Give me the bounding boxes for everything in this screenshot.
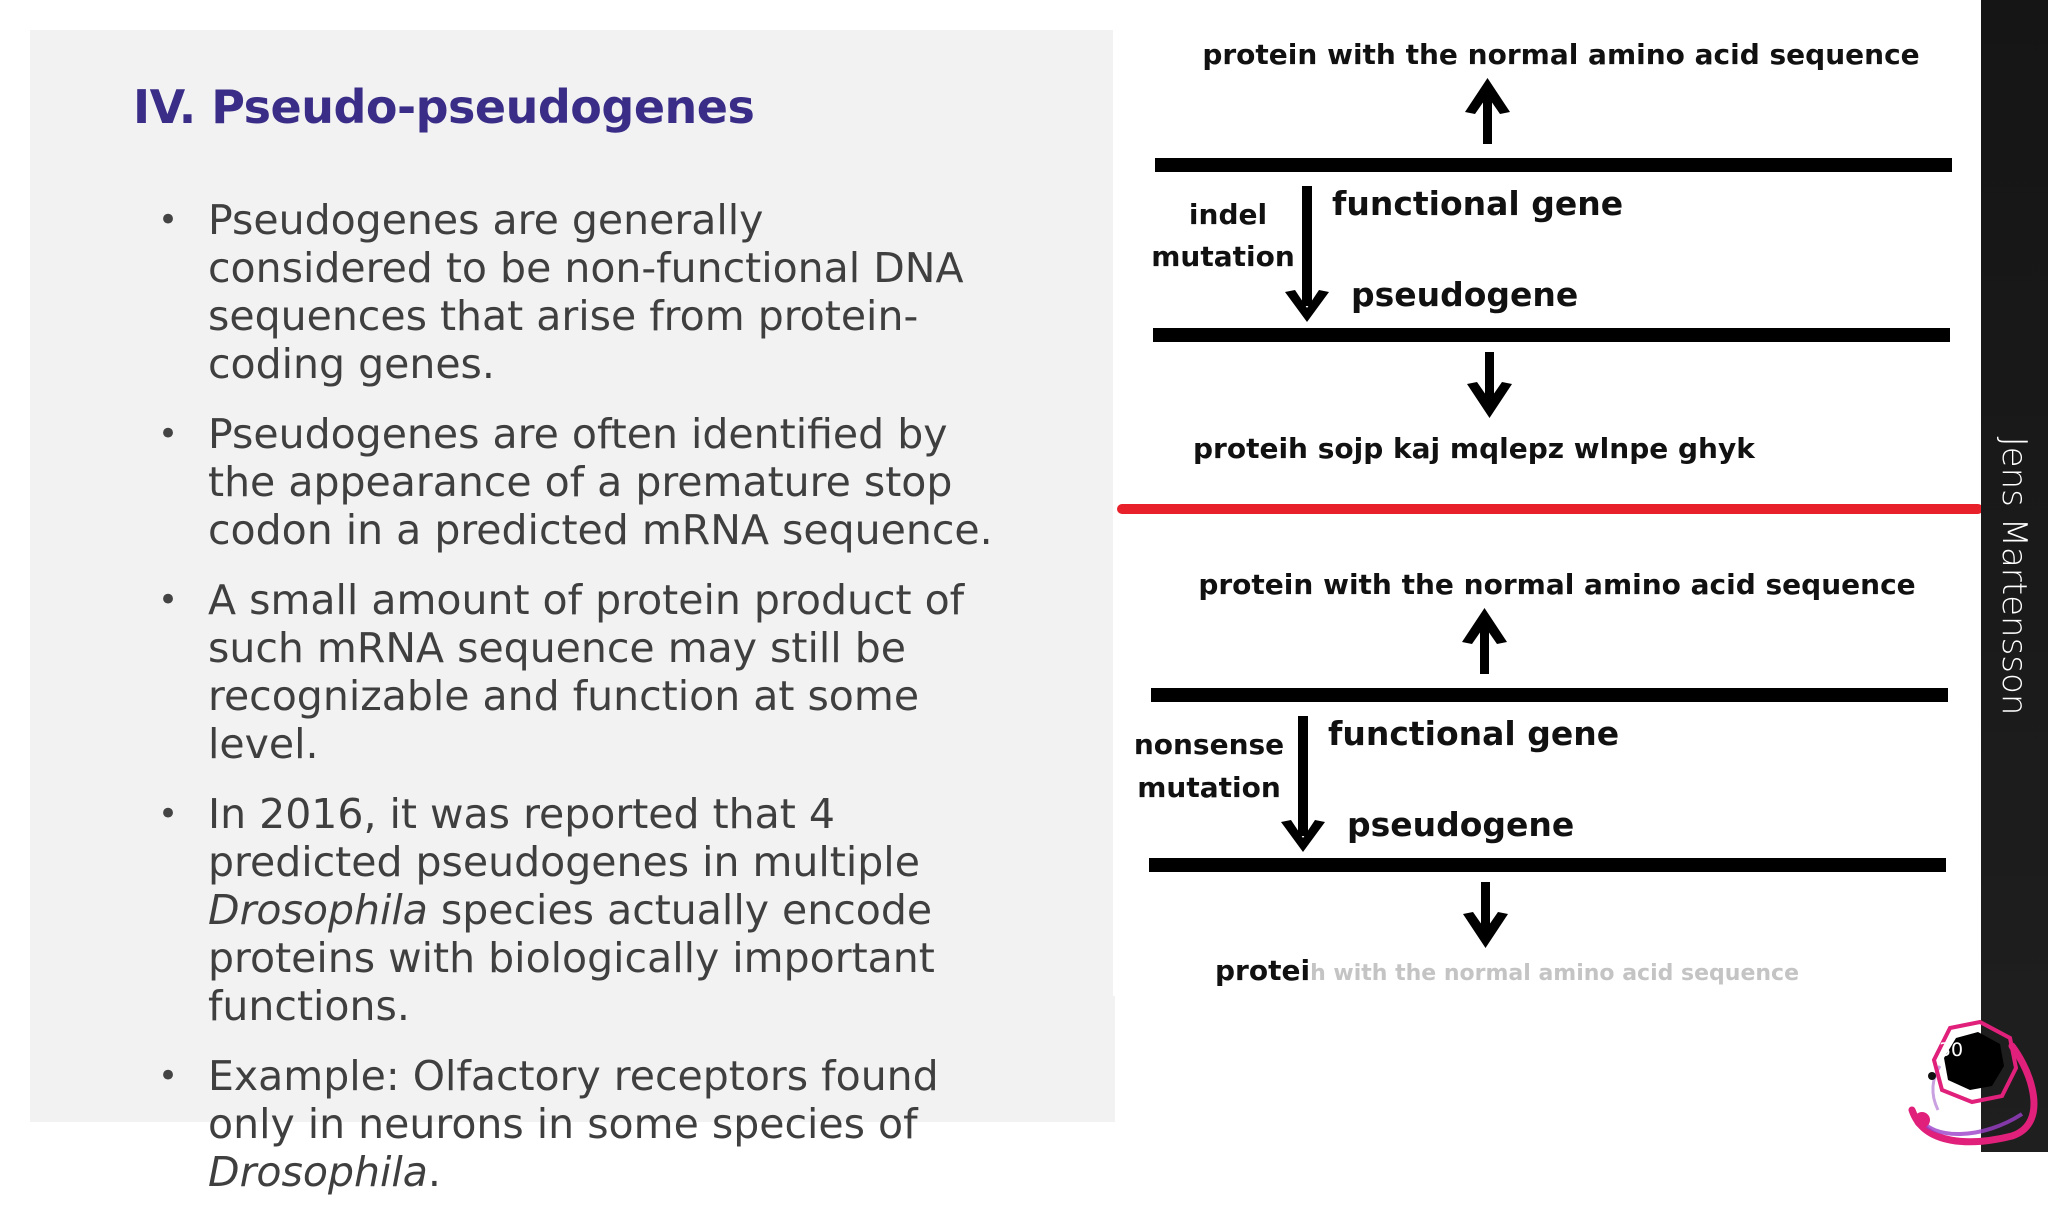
down-arrow-icon: [1467, 352, 1512, 418]
bottom-gene-bar-lower: [1149, 858, 1946, 872]
bullet-text-pre: In 2016, it was reported that 4 predicte…: [208, 790, 920, 886]
page-number: 30: [1938, 1039, 1964, 1061]
bullet-dot: •: [158, 794, 179, 834]
top-gene-bar-lower: [1153, 328, 1950, 342]
bottom-pseudogene-label: pseudogene: [1347, 805, 1574, 844]
bullet-text-italic: Drosophila: [208, 886, 428, 934]
bullet-dot: •: [158, 200, 179, 240]
bullet-item: • Pseudogenes are generally considered to…: [158, 196, 998, 388]
bullet-item: • Pseudogenes are often identified by the…: [158, 410, 998, 554]
diagram-separator: [1117, 504, 1983, 514]
author-name: Jens Martensson: [1994, 436, 2034, 716]
bullet-text: A small amount of protein product of suc…: [208, 576, 965, 768]
bottom-gene-label: functional gene: [1328, 714, 1619, 753]
top-mutation-label-2: mutation: [1151, 240, 1295, 273]
bottom-protein-label: protein with the normal amino acid seque…: [1198, 568, 1915, 601]
bullet-text-post: species actually encode proteins with bi…: [208, 886, 935, 1030]
down-arrow-icon: [1285, 186, 1329, 322]
top-gene-label: functional gene: [1332, 184, 1623, 223]
bullet-dot: •: [158, 414, 179, 454]
mutation-diagram: protein with the normal amino acid seque…: [1117, 38, 1983, 987]
slide-title: IV. Pseudo-pseudogenes: [133, 80, 755, 134]
bottom-result-faded: h with the normal amino acid sequence: [1310, 961, 1799, 986]
bullet-list: • Pseudogenes are generally considered to…: [158, 196, 998, 1218]
up-arrow-icon: [1465, 78, 1510, 144]
bottom-gene-bar-upper: [1151, 688, 1948, 702]
bullet-item: • A small amount of protein product of su…: [158, 576, 998, 768]
bullet-text: Pseudogenes are often identified by the …: [208, 410, 993, 554]
bullet-text-italic: Drosophila: [208, 1148, 428, 1196]
content-panel: [30, 30, 1115, 1122]
bullet-item: • In 2016, it was reported that 4 predict…: [158, 790, 998, 1030]
mutation-diagram-panel: protein with the normal amino acid seque…: [1113, 30, 1983, 996]
top-pseudogene-label: pseudogene: [1351, 275, 1578, 314]
bottom-result-label: proteih with the normal amino acid seque…: [1215, 954, 1799, 987]
bottom-mutation-label-2: mutation: [1137, 771, 1281, 804]
up-arrow-icon: [1462, 608, 1507, 674]
top-protein-label: protein with the normal amino acid seque…: [1202, 38, 1919, 71]
top-gene-bar-upper: [1155, 158, 1952, 172]
bullet-item: • Example: Olfactory receptors found only…: [158, 1052, 998, 1196]
down-arrow-icon: [1463, 882, 1508, 948]
bullet-dot: •: [158, 1056, 179, 1096]
bullet-text-post: .: [427, 1148, 441, 1196]
sidebar: [1981, 0, 2048, 1152]
bottom-result-bold: protei: [1215, 954, 1310, 987]
page-badge-icon: [1908, 1019, 2038, 1146]
top-mutation-label-1: indel: [1189, 198, 1267, 231]
bottom-mutation-label-1: nonsense: [1134, 728, 1284, 761]
bullet-text: Pseudogenes are generally considered to …: [208, 196, 964, 388]
bullet-dot: •: [158, 580, 179, 620]
top-result-label: proteih sojp kaj mqlepz wlnpe ghyk: [1193, 432, 1756, 465]
bullet-text-pre: Example: Olfactory receptors found only …: [208, 1052, 939, 1148]
down-arrow-icon: [1281, 716, 1325, 852]
